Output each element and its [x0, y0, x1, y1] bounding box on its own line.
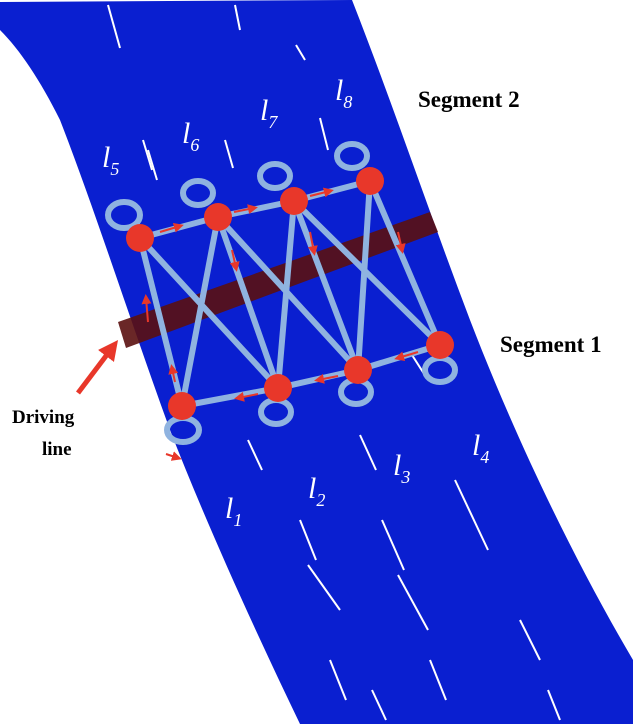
node	[356, 167, 384, 195]
lane-label-l6: l6	[182, 117, 199, 155]
lane-label-l7: l7	[260, 94, 278, 132]
lane-label-l8: l8	[335, 74, 352, 112]
segment-2-label: Segment 2	[418, 87, 520, 112]
driving-line-label-line1: Driving	[12, 407, 75, 428]
node	[168, 392, 196, 420]
lane-markings	[107, 4, 561, 721]
node	[426, 331, 454, 359]
flow-arrows	[141, 187, 419, 461]
node	[204, 203, 232, 231]
lane-label-l1: l1	[225, 492, 242, 530]
node	[344, 356, 372, 384]
segment-1-label: Segment 1	[500, 332, 602, 357]
driving-line-arrow	[76, 340, 119, 395]
graph-nodes	[126, 167, 454, 420]
lane-label-l2: l2	[308, 472, 325, 510]
lane-label-l5: l5	[102, 141, 119, 179]
lane-label-l3: l3	[393, 449, 410, 487]
lane-label-l4: l4	[472, 429, 489, 467]
driving-line-label-line2: line	[42, 439, 72, 460]
node	[126, 224, 154, 252]
node	[280, 187, 308, 215]
node	[264, 374, 292, 402]
